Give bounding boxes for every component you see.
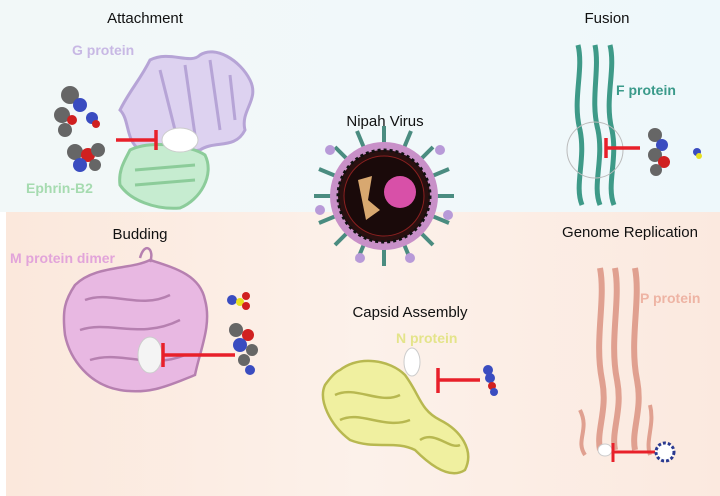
fusion-title: Fusion	[584, 10, 630, 27]
genome-replication-title: Genome Replication	[562, 224, 698, 241]
p-protein-structure	[578, 267, 654, 457]
inhibitor-arrow-budding	[161, 343, 235, 367]
small-molecule-ligands-attachment	[54, 86, 105, 172]
capsid-binding-site	[403, 347, 421, 377]
capsid-assembly-title: Capsid Assembly	[352, 304, 468, 321]
nipah-virus-title: Nipah Virus	[346, 113, 424, 130]
binding-site	[161, 127, 199, 153]
ephrin-b2-structure	[118, 143, 210, 210]
n-protein-label: N protein	[396, 330, 458, 346]
inhibitor-arrow-attachment	[116, 130, 158, 150]
f-protein-structure	[574, 44, 617, 206]
inhibitor-arrow-fusion	[604, 138, 640, 158]
nipah-virus-particle	[314, 126, 454, 266]
m-protein-dimer-label: M protein dimer	[10, 250, 116, 266]
f-protein-label: F protein	[616, 82, 676, 98]
g-protein-structure	[118, 50, 255, 153]
m-protein-dimer-structure	[62, 246, 209, 393]
small-molecule-ligand-capsid	[483, 365, 498, 396]
n-protein-structure	[321, 359, 470, 475]
small-molecule-ligands-budding	[227, 292, 258, 375]
p-protein-label: P protein	[640, 290, 701, 306]
inhibitor-arrow-replication	[611, 443, 655, 462]
small-molecule-ligand-replication	[654, 441, 676, 463]
attachment-title: Attachment	[107, 10, 183, 27]
g-protein-label: G protein	[72, 42, 135, 58]
small-molecule-ligands-fusion	[648, 128, 702, 176]
budding-binding-site	[137, 336, 163, 374]
inhibitor-arrow-capsid	[436, 368, 480, 393]
fusion-binding-site	[566, 121, 624, 179]
replication-binding-site	[597, 443, 613, 457]
budding-title: Budding	[112, 226, 168, 243]
ephrin-b2-label: Ephrin-B2	[26, 180, 93, 196]
